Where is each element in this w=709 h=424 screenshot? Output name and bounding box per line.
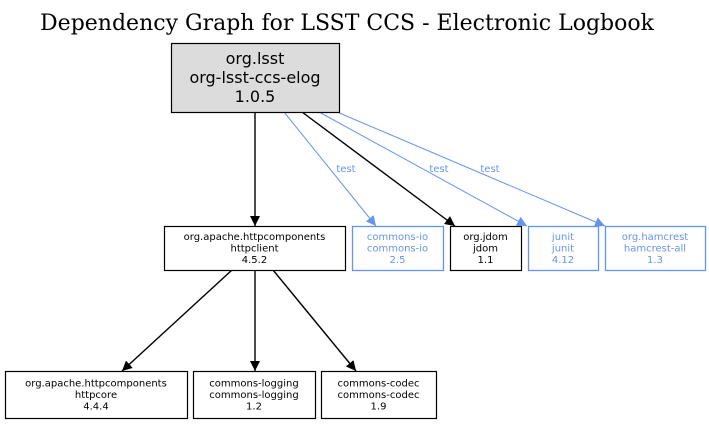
graph-title: Dependency Graph for LSST CCS - Electron…	[40, 11, 655, 36]
node-version: 1.2	[246, 401, 262, 412]
node-group-id: junit	[551, 232, 574, 243]
node-version: 1.0.5	[235, 87, 276, 106]
edge-root-to-jdom	[301, 111, 456, 227]
node-artifact-id: jdom	[472, 243, 498, 254]
node-version: 1.3	[647, 255, 663, 266]
node-artifact-id: httpclient	[231, 243, 279, 254]
node-box	[163, 225, 347, 272]
node-artifact-id: commons-logging	[209, 390, 298, 401]
edge-root-to-hamcrest	[336, 111, 606, 227]
edge-httpclient-to-httpcore	[121, 269, 233, 372]
node-box	[192, 370, 317, 420]
node-box	[527, 225, 600, 272]
node-version: 1.1	[478, 255, 494, 266]
node-group-id: commons-codec	[338, 378, 420, 389]
node-version: 4.4.4	[83, 401, 108, 412]
node-group-id: org.apache.httpcomponents	[25, 378, 167, 389]
node-artifact-id: commons-codec	[338, 390, 420, 401]
node-artifact-id: commons-io	[367, 243, 428, 254]
edge-root-to-junit	[318, 111, 528, 227]
node-box	[449, 225, 523, 272]
node-group-id: commons-io	[367, 232, 428, 243]
node-artifact-id: org-lsst-ccs-elog	[189, 68, 320, 87]
node-box	[604, 225, 707, 272]
node-artifact-id: httpcore	[75, 390, 117, 401]
node-artifact-id: hamcrest-all	[624, 243, 686, 254]
node-version: 1.9	[371, 401, 387, 412]
node-box	[351, 225, 445, 272]
node-box	[4, 370, 189, 420]
edge-label: test	[429, 164, 448, 175]
edge-label: test	[336, 164, 355, 175]
node-group-id: commons-logging	[209, 378, 298, 389]
node-version: 4.5.2	[242, 255, 267, 266]
edge-label: test	[480, 164, 499, 175]
node-version: 4.12	[552, 255, 574, 266]
edge-httpclient-to-commons-codec	[272, 269, 357, 372]
edges-layer: test test test	[121, 111, 606, 372]
node-group-id: org.lsst	[226, 49, 285, 68]
node-box	[320, 370, 438, 420]
node-artifact-id: junit	[551, 243, 574, 254]
node-version: 2.5	[390, 255, 406, 266]
node-group-id: org.hamcrest	[622, 232, 689, 243]
edge-root-to-commons-io	[283, 111, 377, 227]
node-group-id: org.apache.httpcomponents	[184, 232, 326, 243]
node-box	[170, 42, 341, 114]
node-group-id: org.jdom	[463, 232, 508, 243]
